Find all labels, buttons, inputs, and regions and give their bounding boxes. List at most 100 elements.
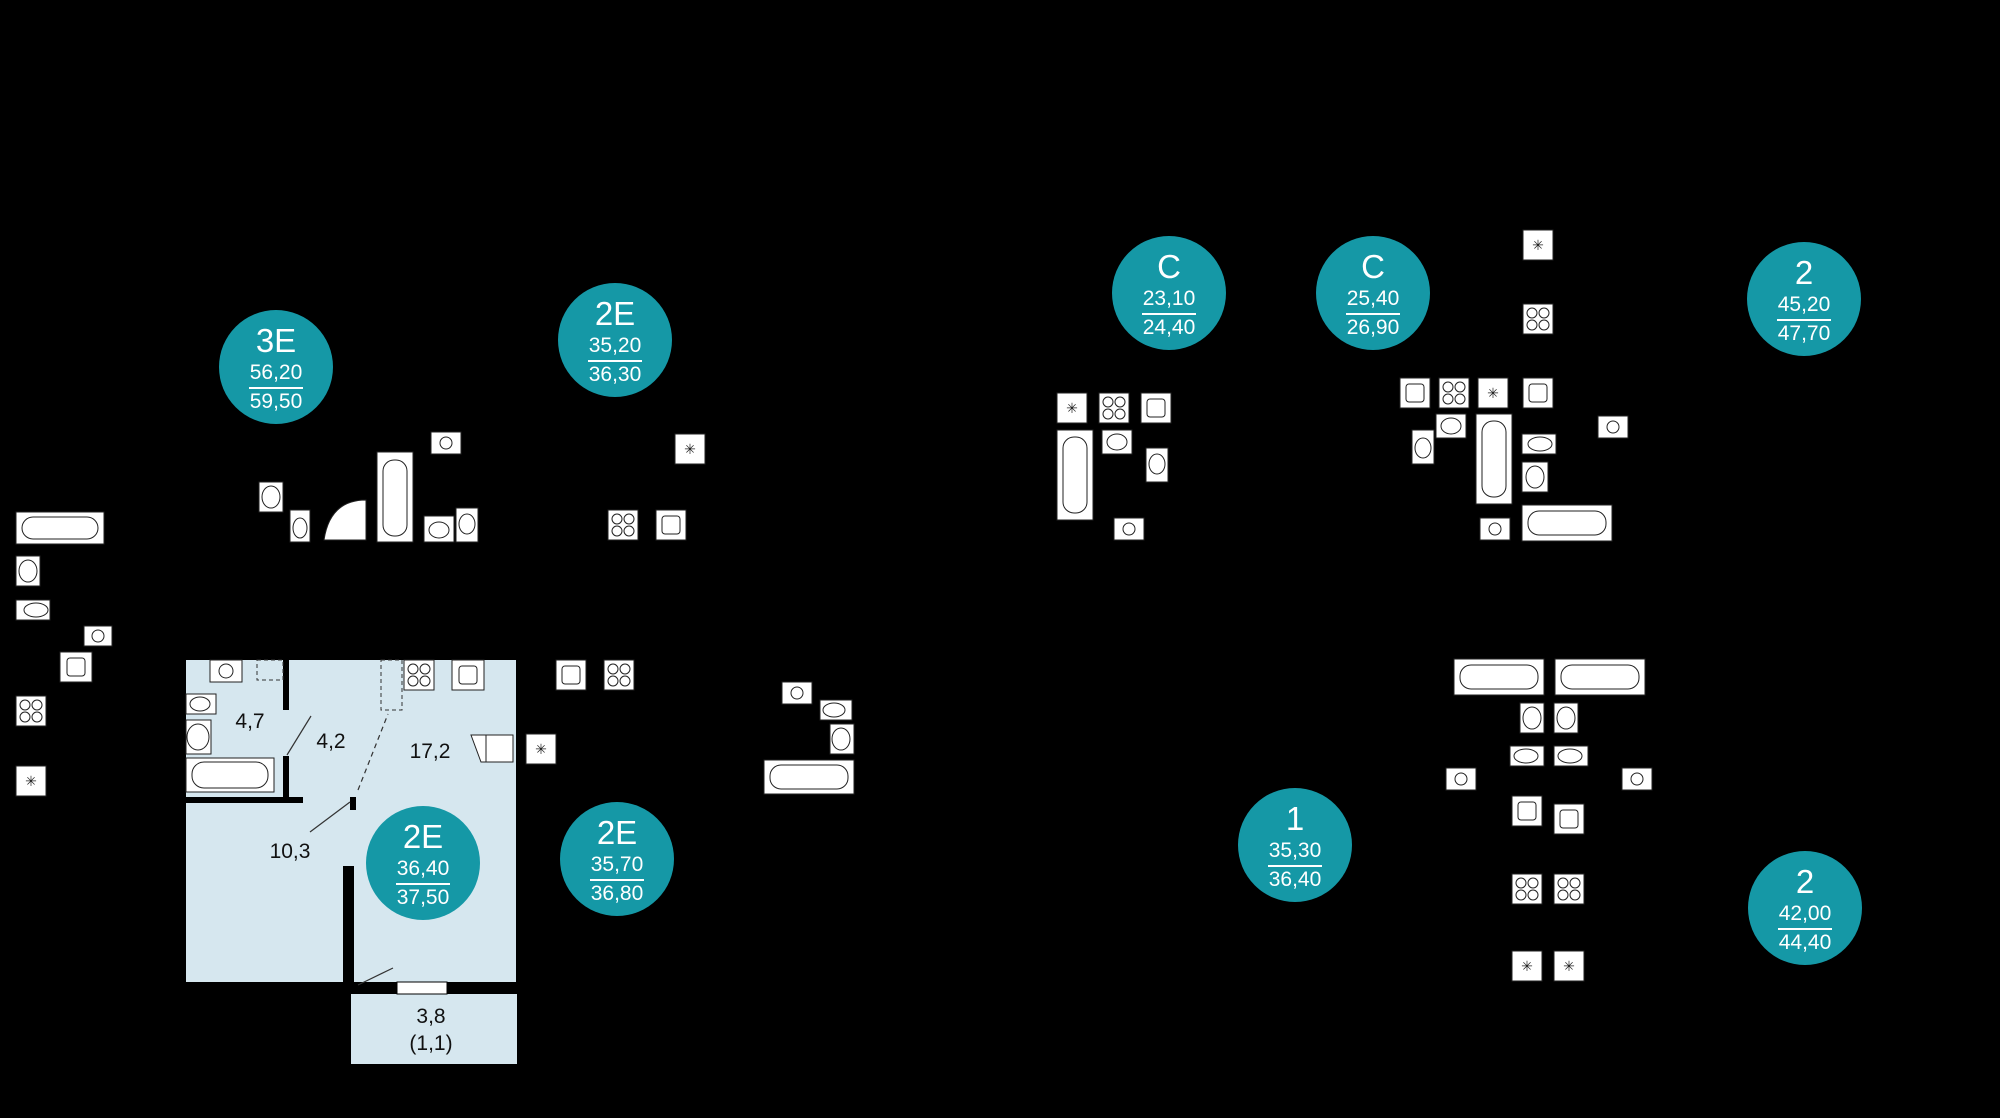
ventilation-icon: ✳ (15, 765, 47, 797)
bathtub-icon (1521, 504, 1613, 542)
svg-text:✳: ✳ (1532, 237, 1544, 253)
room-area-kitchen-living: 17,2 (409, 740, 451, 763)
toilet-icon (1553, 745, 1589, 767)
wardrobe (380, 659, 403, 711)
sink-icon (1511, 795, 1543, 827)
unit-code: C (1157, 248, 1181, 285)
sink-icon (1399, 377, 1431, 409)
toilet-icon (15, 599, 51, 621)
sink-icon (1522, 377, 1554, 409)
washing-machine-icon (1597, 415, 1629, 439)
unit-badge-3e[interactable]: 3E 56,20 59,50 (219, 310, 333, 424)
room-area-balcony-reduced: (1,1) (409, 1032, 453, 1055)
kitchen-fixtures (403, 659, 514, 763)
bedroom-floor (186, 800, 356, 982)
toilet-icon (819, 699, 853, 721)
svg-text:✳: ✳ (25, 773, 37, 789)
fraction-rule (1142, 313, 1196, 315)
svg-text:✳: ✳ (1066, 400, 1078, 416)
sink-icon (1435, 413, 1467, 439)
ventilation-icon: ✳ (1477, 377, 1509, 409)
bathtub-icon (1475, 413, 1513, 505)
unit-badge-2e-top[interactable]: 2E 35,20 36,30 (558, 283, 672, 397)
sink-icon (1553, 702, 1579, 734)
sink-icon (555, 659, 587, 691)
unit-living-area: 23,10 (1142, 287, 1196, 310)
stove-icon (1511, 873, 1543, 905)
wall-bedroom-living (343, 866, 354, 984)
bathtub-icon (763, 759, 855, 795)
washer-niche (256, 659, 284, 681)
sink-icon (1101, 429, 1133, 455)
room-area-bedroom: 10,3 (269, 840, 311, 863)
unit-living-area: 36,40 (396, 857, 450, 880)
unit-living-area: 25,40 (1346, 287, 1400, 310)
balcony-floor (351, 994, 517, 1064)
svg-text:✳: ✳ (1521, 958, 1533, 974)
fraction-rule (1777, 319, 1831, 321)
washing-machine-icon (430, 431, 462, 455)
fraction-rule (588, 360, 642, 362)
sink-icon (1521, 461, 1549, 493)
sink-icon (59, 651, 93, 683)
sink-icon (1140, 392, 1172, 424)
unit-living-area: 35,30 (1268, 839, 1322, 862)
unit-code: 2E (596, 814, 638, 851)
ventilation-icon: ✳ (1522, 229, 1554, 261)
washing-machine-icon (1113, 517, 1145, 541)
svg-text:✳: ✳ (1487, 385, 1499, 401)
unit-code: 2E (402, 818, 444, 855)
room-area-hall: 4,2 (316, 730, 346, 753)
unit-living-area: 42,00 (1778, 902, 1832, 925)
unit-badge-2-bottom[interactable]: 2 42,00 44,40 (1748, 851, 1862, 965)
shower-tray-icon (323, 499, 367, 541)
svg-text:✳: ✳ (1563, 958, 1575, 974)
sink-icon (655, 509, 687, 541)
svg-text:✳: ✳ (535, 741, 547, 757)
wall-bath-hall-lower (283, 756, 289, 800)
unit-badge-c-right[interactable]: C 25,40 26,90 (1316, 236, 1430, 350)
fraction-rule (249, 387, 303, 389)
ventilation-icon: ✳ (525, 733, 557, 765)
unit-total-area: 37,50 (396, 886, 450, 909)
hall-floor (283, 660, 356, 800)
unit-badge-c-left[interactable]: C 23,10 24,40 (1112, 236, 1226, 350)
unit-badge-1[interactable]: 1 35,30 36,40 (1238, 788, 1352, 902)
unit-badge-2-top[interactable]: 2 45,20 47,70 (1747, 242, 1861, 356)
washing-machine-icon (1479, 517, 1511, 541)
ventilation-icon: ✳ (1056, 392, 1088, 424)
stove-icon (15, 695, 47, 727)
ventilation-icon: ✳ (674, 433, 706, 465)
wall-hall-bedroom (350, 797, 356, 810)
unit-total-area: 36,30 (588, 363, 642, 386)
unit-total-area: 26,90 (1346, 316, 1400, 339)
stove-icon (1438, 377, 1470, 409)
svg-text:✳: ✳ (684, 441, 696, 457)
bathtub-icon (376, 451, 414, 543)
unit-total-area: 59,50 (249, 390, 303, 413)
fraction-rule (1268, 865, 1322, 867)
unit-total-area: 24,40 (1142, 316, 1196, 339)
bathtub-icon (1453, 658, 1545, 696)
sink-icon (829, 723, 855, 755)
unit-total-area: 44,40 (1778, 931, 1832, 954)
unit-total-area: 36,40 (1268, 868, 1322, 891)
bathtub-icon (15, 511, 105, 545)
washing-machine-icon (1445, 767, 1477, 791)
unit-code: C (1361, 248, 1385, 285)
unit-living-area: 35,20 (588, 334, 642, 357)
stove-icon (1098, 392, 1130, 424)
fraction-rule (1346, 313, 1400, 315)
fraction-rule (1778, 928, 1832, 930)
washing-machine-icon (1621, 767, 1653, 791)
door-bedroom (309, 801, 351, 833)
wall-bath-hall (283, 660, 289, 710)
unit-badge-2e-bottom[interactable]: 2E 35,70 36,80 (560, 802, 674, 916)
unit-badge-2e-selected[interactable]: 2E 36,40 37,50 (366, 806, 480, 920)
wall-bath-bedroom (186, 797, 303, 803)
bathroom-fixtures (185, 659, 275, 793)
stove-icon (1553, 873, 1585, 905)
